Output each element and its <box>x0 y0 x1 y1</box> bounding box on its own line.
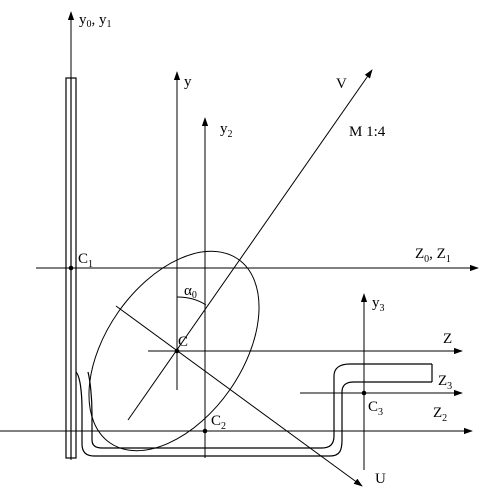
centroid-c2-dot <box>202 428 208 434</box>
label-u: U <box>375 471 386 487</box>
centroid-c-dot <box>174 348 180 354</box>
label-y2: y2 <box>220 121 233 140</box>
label-v: V <box>336 76 347 92</box>
axis-u <box>115 305 363 487</box>
label-y0-y1: y0, y1 <box>79 12 112 30</box>
label-z3: Z3 <box>438 373 452 392</box>
label-c2: C2 <box>211 413 226 432</box>
label-y: y <box>184 74 192 90</box>
label-z: Z <box>443 331 452 347</box>
label-alpha0: α0 <box>184 283 197 301</box>
label-y3: y3 <box>372 295 385 314</box>
label-c: C <box>178 334 188 350</box>
inertia-ellipse <box>88 250 260 452</box>
centroid-c3-dot <box>361 390 367 396</box>
label-scale: M 1:4 <box>349 124 386 140</box>
label-c1: C1 <box>78 251 93 270</box>
axis-v <box>127 69 373 421</box>
label-c3: C3 <box>368 399 383 418</box>
label-z0-z1: Z0, Z1 <box>415 246 451 265</box>
angle-arc-alpha0 <box>176 296 207 306</box>
label-z2: Z2 <box>433 405 447 424</box>
profile-channel <box>75 363 433 457</box>
centroid-c1-dot <box>68 265 74 271</box>
